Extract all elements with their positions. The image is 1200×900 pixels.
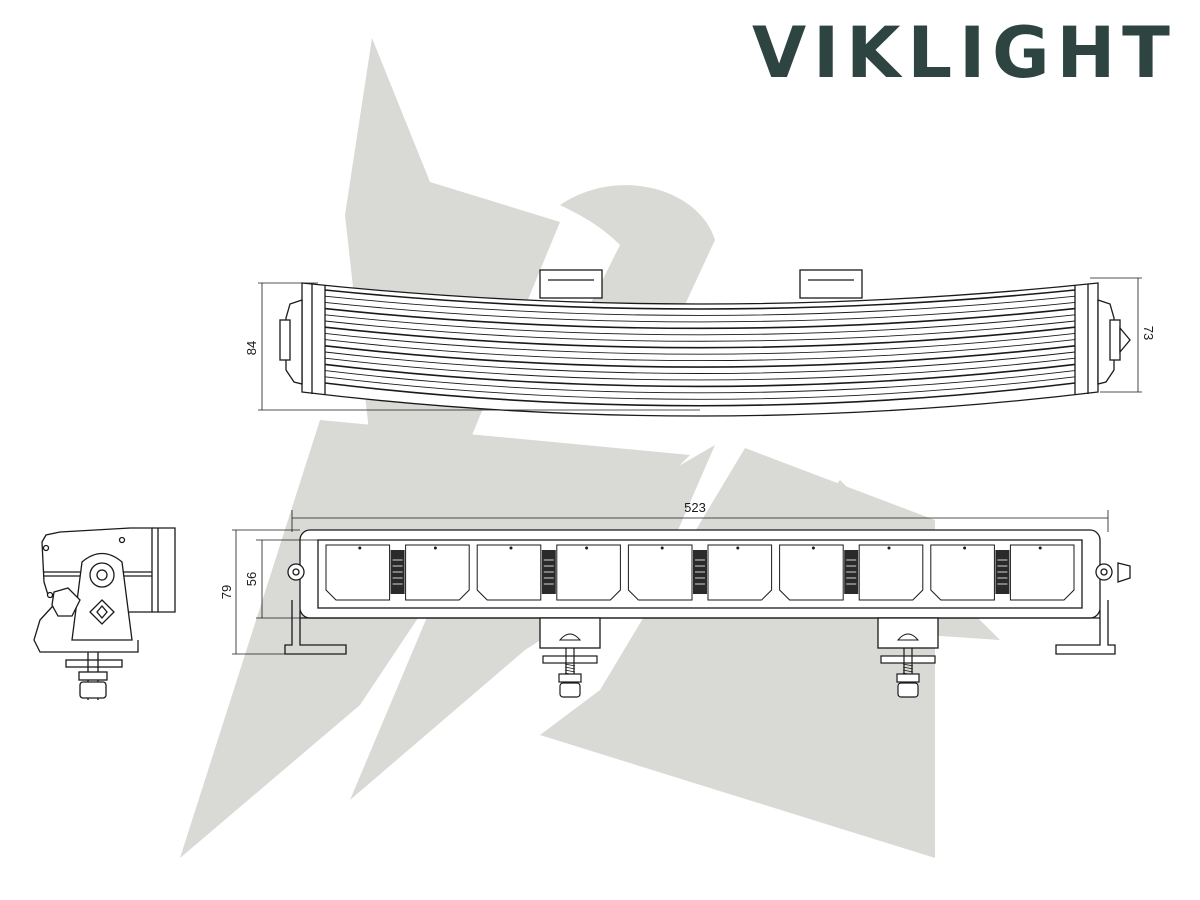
front-view: 523 79 56	[219, 500, 1131, 698]
dim-56: 56	[244, 572, 259, 586]
led-module	[779, 544, 924, 601]
mounting-foot	[539, 617, 601, 698]
dim-523: 523	[684, 500, 706, 515]
side-view	[33, 527, 176, 700]
top-bracket-left	[539, 269, 603, 299]
top-view: 84 73	[244, 269, 1156, 417]
brand-logo: VIKLIGHT	[752, 12, 1177, 94]
dim-73: 73	[1141, 326, 1156, 340]
led-module	[930, 544, 1075, 601]
mounting-foot	[877, 617, 939, 698]
led-module	[627, 544, 773, 601]
top-bracket-right	[799, 269, 863, 299]
led-module	[325, 544, 470, 601]
led-modules	[325, 544, 1075, 601]
dim-79: 79	[219, 585, 234, 599]
watermark-logo	[180, 38, 1000, 858]
dim-84: 84	[244, 341, 259, 355]
led-module	[476, 544, 621, 601]
